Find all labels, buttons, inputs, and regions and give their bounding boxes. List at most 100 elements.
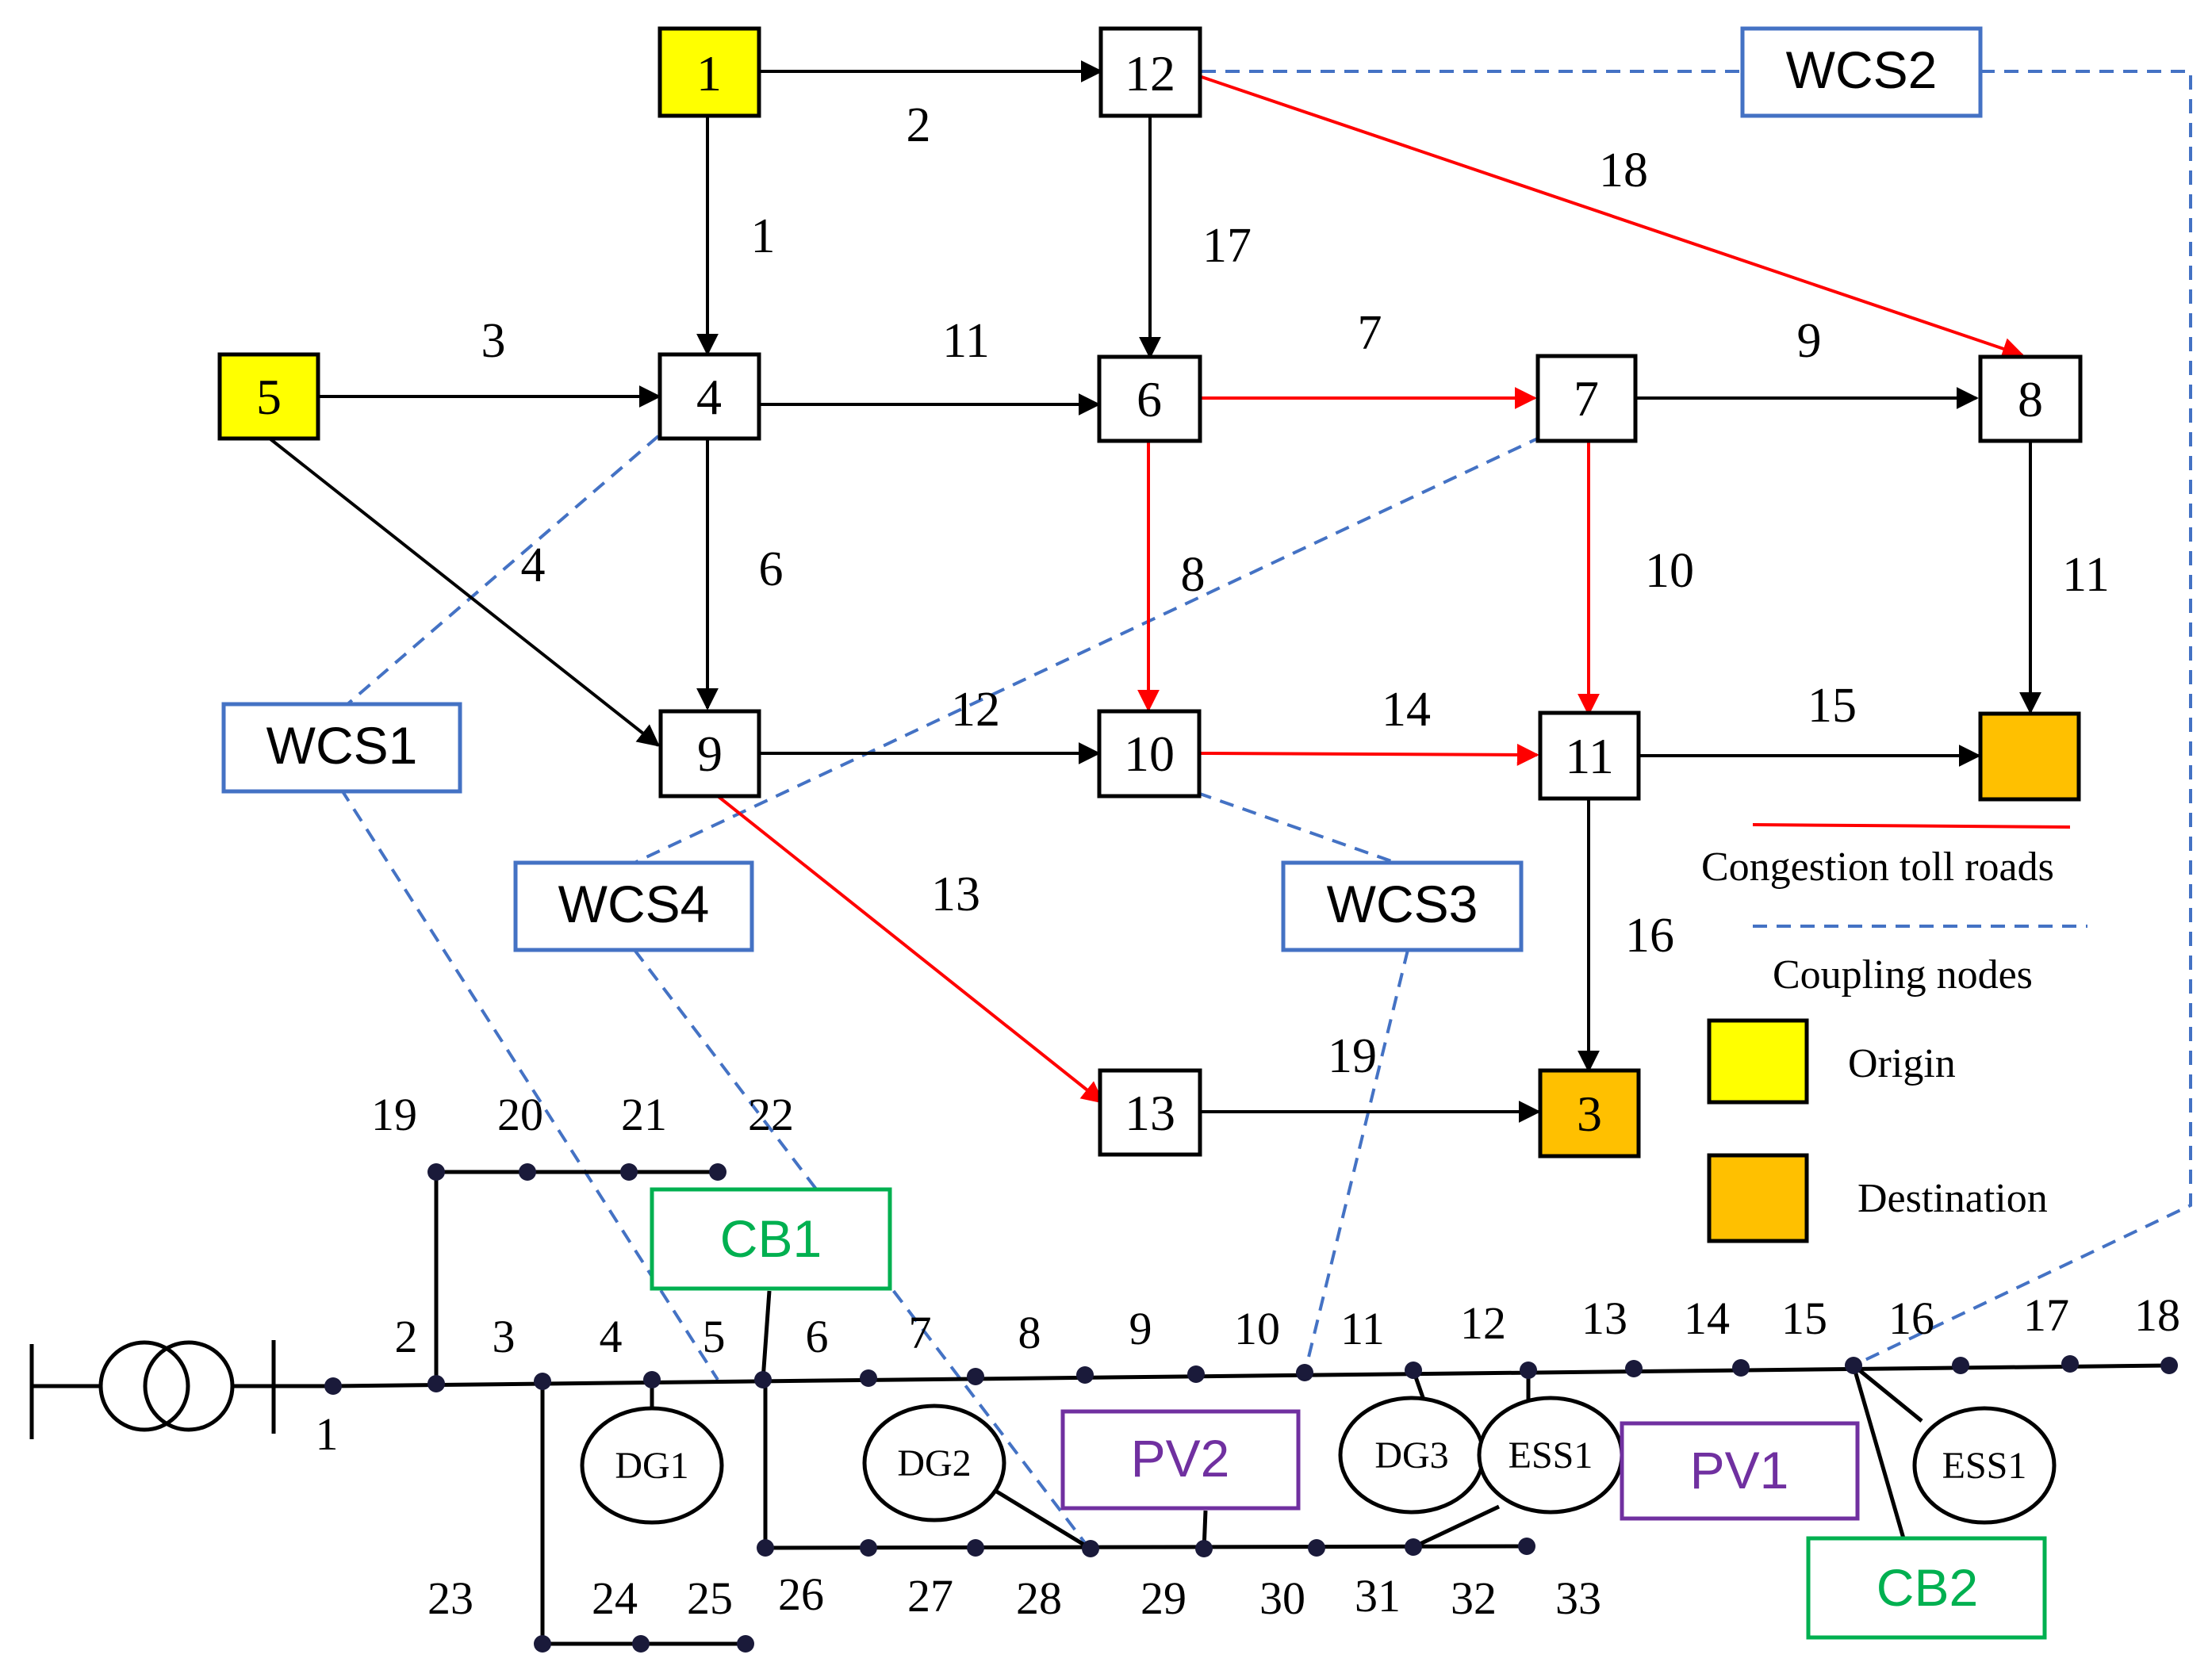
bus-dot [632, 1635, 650, 1653]
main-feeder [332, 1363, 2170, 1388]
bus-dot [737, 1635, 754, 1653]
cb2-link [1851, 1365, 1906, 1539]
cb-box [650, 1187, 892, 1291]
wcs-boxes [221, 26, 1983, 952]
road-label: 19 [1328, 1029, 1377, 1083]
road-label: 8 [1181, 548, 1206, 602]
ess1a-to-lateral [1412, 1504, 1501, 1549]
pv-label: PV1 [1690, 1441, 1789, 1499]
road-label: 11 [2062, 548, 2110, 602]
bus-label: 22 [748, 1089, 794, 1140]
bus-dot [1518, 1538, 1535, 1555]
coupling-node7-wcs4 [634, 435, 1543, 864]
road-label: 10 [1645, 544, 1694, 598]
bus-label: 3 [493, 1311, 516, 1362]
pv-box [1060, 1409, 1301, 1511]
bus-dot [2160, 1357, 2178, 1374]
road-label: 18 [1599, 144, 1648, 197]
wcs-label: WCS4 [558, 875, 710, 933]
bus-dot [754, 1371, 772, 1388]
bus-label: 1 [316, 1408, 339, 1460]
bus-label: 15 [1781, 1293, 1827, 1344]
road-label: 13 [931, 867, 980, 921]
traffic-node-label: 5 [256, 369, 282, 425]
bus-label: 29 [1141, 1572, 1187, 1624]
road-label: 17 [1202, 219, 1252, 273]
wcs-label: WCS3 [1327, 875, 1478, 933]
bus-dot [1195, 1540, 1213, 1557]
traffic-node-label: 8 [2018, 371, 2043, 427]
bus-dot [1076, 1366, 1094, 1384]
coupling-wcs4-bus28 [633, 948, 1092, 1552]
traffic-node [217, 352, 320, 441]
pv-boxes [1060, 1409, 1860, 1521]
bus-label: 23 [427, 1572, 473, 1624]
cb-box [1806, 1536, 2047, 1640]
wcs-label: WCS2 [1786, 40, 1938, 99]
wcs-label: WCS1 [266, 716, 418, 775]
bus-label: 10 [1234, 1303, 1280, 1354]
pv-label: PV2 [1131, 1429, 1230, 1488]
legend: Congestion toll roads Coupling nodes Ori… [1701, 844, 2054, 1243]
bus-label: 14 [1684, 1293, 1730, 1344]
cb-label: CB1 [720, 1209, 822, 1268]
coupling-wcs3-bus10 [1303, 949, 1409, 1374]
wcs-box [1740, 26, 1983, 118]
dg-label: DG3 [1374, 1434, 1448, 1476]
traffic-node-label: 1 [696, 45, 722, 101]
bus-label: 4 [600, 1311, 623, 1362]
traffic-node-label: 13 [1125, 1085, 1175, 1141]
bus-dot [1405, 1538, 1422, 1556]
bus-label: 6 [806, 1311, 829, 1362]
bus-dot [620, 1163, 638, 1181]
unit-labels: DG1 DG2 DG3 ESS1 ESS1 [615, 1434, 2026, 1487]
road-18 [1201, 75, 2025, 360]
bus-label: 24 [592, 1572, 638, 1624]
road-label: 2 [907, 98, 931, 152]
bus-label: 2 [395, 1311, 418, 1362]
bus-dot [1187, 1365, 1205, 1383]
substation-transformer [29, 1340, 333, 1439]
ess-circle [1912, 1406, 2057, 1525]
pv-box-labels: PV2 PV1 [1131, 1429, 1789, 1499]
road-labels: 1 2 3 4 6 7 8 9 10 11 11 12 13 14 15 16 … [481, 98, 2110, 1083]
traffic-node [657, 26, 761, 118]
traffic-node-label: 6 [1137, 371, 1162, 427]
legend-destination-label: Destination [1857, 1176, 2048, 1221]
traffic-node-label: 10 [1124, 726, 1175, 782]
bus-dot [757, 1539, 774, 1557]
road-label: 15 [1808, 679, 1857, 733]
bus-label: 16 [1888, 1293, 1934, 1344]
traffic-node-labels: 1 12 5 4 6 7 8 9 10 11 13 3 [256, 45, 2043, 1142]
bus-label: 7 [909, 1307, 932, 1358]
traffic-node-label: 9 [697, 726, 723, 782]
bus-dot [967, 1539, 984, 1557]
cb-label: CB2 [1877, 1558, 1978, 1617]
coupling-wcs2-bus16 [1853, 70, 2192, 1367]
bus-label: 33 [1555, 1572, 1601, 1624]
traffic-node-label: 12 [1125, 45, 1175, 101]
road-label: 7 [1358, 306, 1382, 360]
dg-label: DG1 [615, 1445, 688, 1487]
traffic-roads-normal [268, 60, 2041, 1123]
traffic-node [1097, 709, 1202, 799]
bus-dot [324, 1377, 342, 1395]
bus-label: 18 [2134, 1289, 2180, 1341]
bus-label: 20 [497, 1089, 543, 1140]
bus-label: 21 [621, 1089, 667, 1140]
dg-circle [862, 1404, 1006, 1522]
traffic-nodes [217, 26, 2083, 1159]
bus-dot [1625, 1360, 1643, 1377]
bus-dot [534, 1635, 551, 1653]
bus-dot [860, 1539, 877, 1557]
bus-dots [324, 1163, 2178, 1653]
traffic-node [1097, 354, 1202, 443]
dg-label: DG2 [897, 1442, 971, 1484]
road-label: 1 [751, 209, 776, 263]
bus-dot [427, 1163, 445, 1181]
ess1b-link [1852, 1364, 1923, 1423]
traffic-node [1535, 354, 1638, 443]
bus-label: 13 [1581, 1293, 1627, 1344]
legend-toll-road-line [1752, 823, 2071, 829]
bus-label: 27 [907, 1570, 953, 1622]
